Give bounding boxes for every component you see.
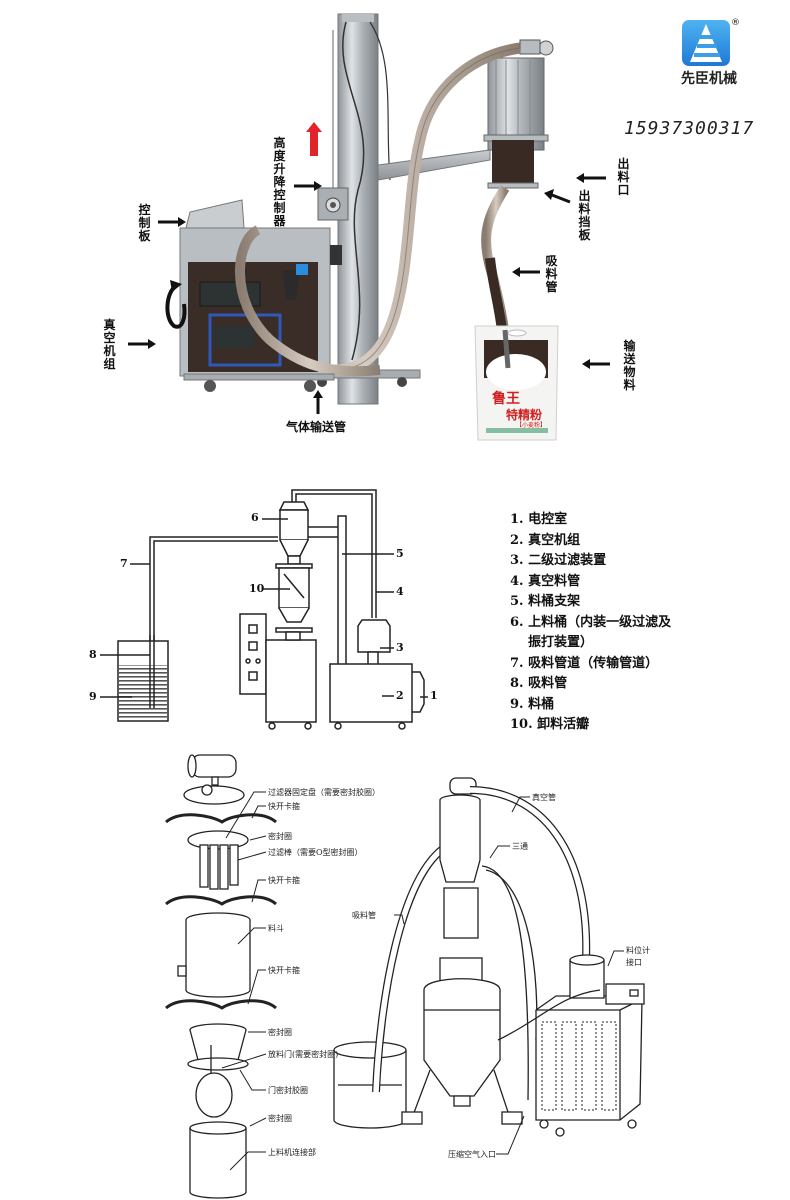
exploded-label: 快开卡箍	[268, 802, 300, 811]
callout-7: 7	[120, 557, 128, 570]
legend-item: 5. 料桶支架	[510, 594, 581, 609]
arrow-right-icon	[294, 181, 322, 191]
callout-2: 2	[396, 689, 404, 702]
callout-10: 10	[249, 582, 265, 595]
callout-5: 5	[396, 547, 404, 560]
arrow-left-icon	[582, 359, 610, 369]
callout-9: 9	[89, 690, 97, 703]
exploded-label: 密封圈	[268, 1028, 292, 1037]
assembly-label-compressed-air: 压缩空气入口	[448, 1150, 496, 1159]
exploded-label: 料斗	[268, 924, 284, 933]
exploded-label: 上料机连接部	[268, 1148, 316, 1157]
bag-product-text: 特精粉	[506, 408, 543, 422]
exploded-label: 密封圈	[268, 832, 292, 841]
brand-name: 先臣机械	[681, 71, 737, 87]
label-outlet-baffle: 出料挡板	[578, 189, 591, 242]
legend-item: 7. 吸料管道（传输管道）	[510, 655, 659, 671]
assembly-label-tee: 三通	[512, 842, 528, 851]
callout-4: 4	[396, 585, 404, 598]
assembly-label-level-sensor-2: 接口	[626, 958, 642, 967]
arrow-left-icon	[512, 267, 540, 277]
exploded-label: 密封圈	[268, 1114, 292, 1123]
label-suction-pipe: 吸料管	[545, 254, 558, 294]
exploded-label: 过滤棒（需要O型密封圈）	[268, 848, 363, 857]
legend-item: 6. 上料桶（内装一级过滤及	[510, 614, 672, 630]
legend-item: 1. 电控室	[510, 512, 568, 527]
bag-sub-text: 【小麦粉】	[516, 422, 547, 429]
flour-bag-image	[474, 325, 559, 441]
registered-mark: ®	[731, 18, 740, 28]
schematic-legend: 1. 电控室 2. 真空机组 3. 二级过滤装置 4. 真空料管 5. 料桶支架…	[510, 510, 671, 736]
callout-1: 1	[430, 689, 438, 702]
bag-brand-text: 鲁王	[492, 391, 520, 407]
assembly-label-level-sensor-1: 料位计	[626, 946, 650, 955]
label-height-lift-controller: 高度升降控制器	[273, 136, 286, 228]
legend-item: 3. 二级过滤装置	[510, 553, 607, 568]
label-conveyed-material: 输送物料	[623, 339, 636, 392]
exploded-label: 快开卡箍	[268, 966, 300, 975]
exploded-label: 过滤器固定盘（需要密封胶圈）	[268, 788, 380, 797]
label-control-panel: 控制板	[138, 203, 151, 243]
arrow-right-icon	[158, 217, 186, 227]
exploded-label: 门密封胶圈	[268, 1086, 308, 1095]
assembly-drawing	[333, 777, 645, 1155]
brand-logo-icon	[682, 20, 730, 66]
rotation-icon	[165, 280, 187, 329]
arrow-left-icon	[576, 173, 606, 183]
assembly-label-suction-pipe: 吸料管	[352, 911, 376, 920]
lift-up-arrow-icon	[306, 122, 322, 156]
callout-3: 3	[396, 641, 404, 654]
label-outlet: 出料口	[617, 157, 630, 197]
legend-item: 振打装置）	[528, 635, 594, 650]
exploded-label: 放料门(需要密封圈)	[268, 1050, 339, 1059]
legend-item: 10. 卸料活瓣	[510, 717, 590, 732]
schematic-diagram	[100, 489, 428, 730]
label-gas-pipe: 气体输送管	[286, 420, 347, 434]
vent-slots	[541, 1021, 617, 1111]
legend-item: 8. 吸料管	[510, 676, 568, 691]
exploded-label: 快开卡箍	[268, 876, 300, 885]
vacuum-feeder-photo	[179, 13, 554, 405]
arrow-left-icon	[544, 189, 571, 204]
pointer-arrows	[128, 173, 610, 414]
legend-item: 2. 真空机组	[510, 532, 581, 548]
callout-6: 6	[251, 511, 259, 524]
exploded-filter-assembly	[165, 754, 277, 1199]
phone-number: 15937300317	[624, 118, 755, 139]
legend-item: 4. 真空料管	[510, 573, 581, 589]
arrow-right-icon	[128, 339, 156, 349]
assembly-label-vacuum-pipe: 真空管	[532, 793, 556, 802]
legend-item: 9. 料桶	[510, 696, 555, 712]
callout-8: 8	[89, 648, 97, 661]
label-vacuum-unit: 真空机组	[103, 318, 116, 371]
arrow-up-icon	[313, 390, 323, 414]
